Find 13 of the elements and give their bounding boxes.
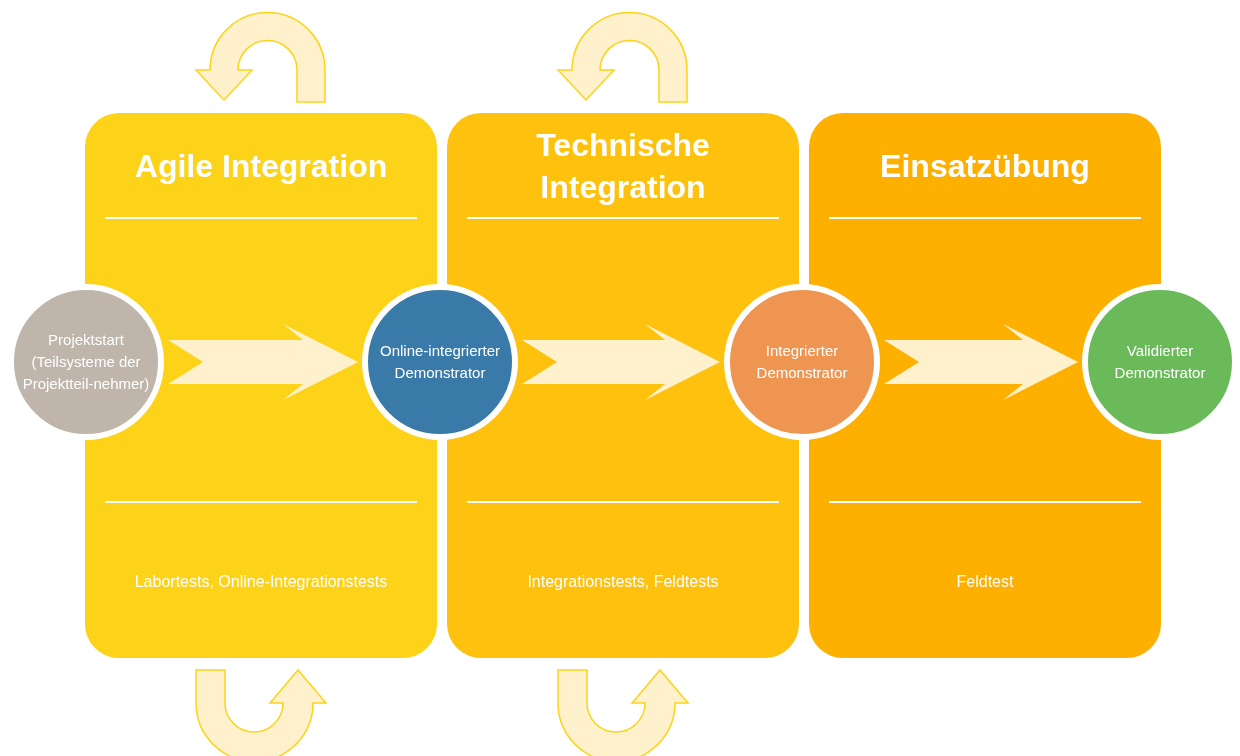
test-description: Feldtest [956, 571, 1014, 592]
milestone-label: Projektstart (Teilsysteme der Projektteil-nehmer) [22, 330, 150, 394]
milestone-label: Validierter Demonstrator [1113, 341, 1207, 383]
block-arrow [168, 324, 358, 400]
phase-title: Technische Integration [535, 125, 711, 207]
test-description: Integrationstests, Feldtests [527, 571, 719, 592]
block-arrow [522, 324, 720, 400]
phase-title: Einsatzübung [880, 146, 1090, 186]
milestone-label: Online-integrierter Demonstrator [378, 341, 502, 383]
test-description: Labortests, Online-Integrationstests [134, 571, 388, 592]
milestone-label: Integrierter Demonstrator [755, 341, 849, 383]
block-arrow [884, 324, 1078, 400]
phase-title: Agile Integration [134, 146, 388, 186]
